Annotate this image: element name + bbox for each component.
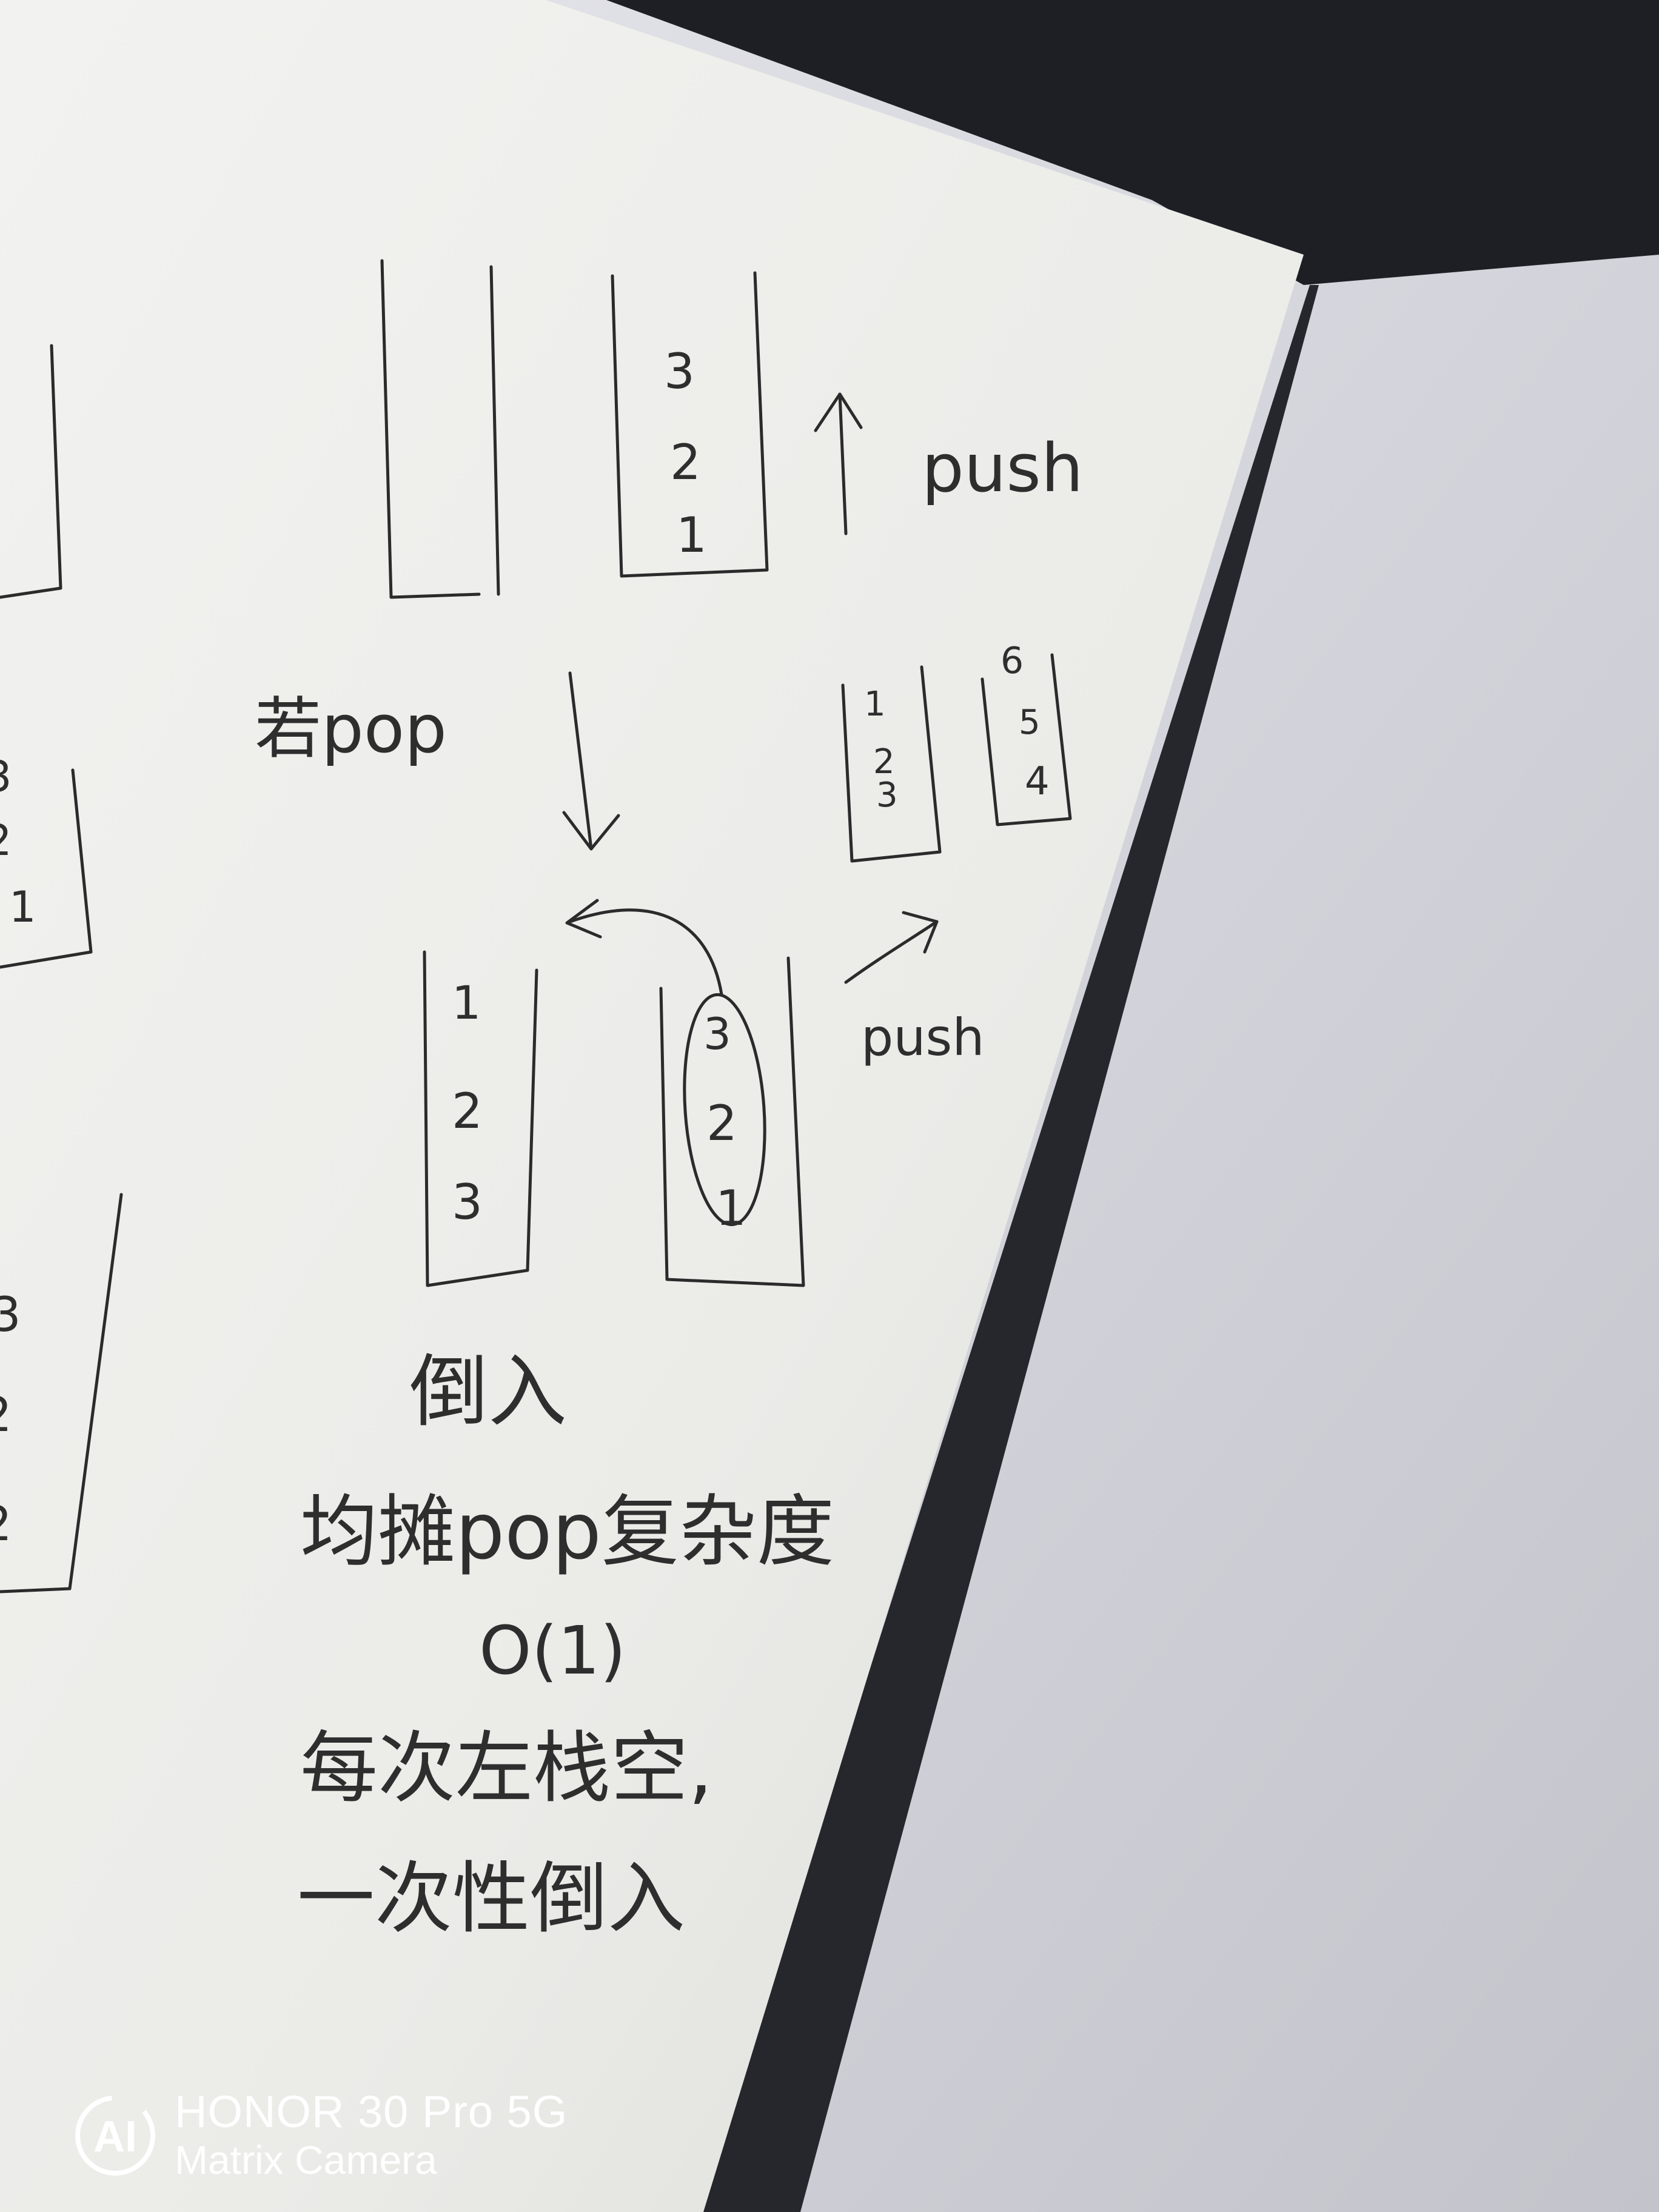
ai-logo-icon: AI (75, 2096, 155, 2176)
lower-left-stack-value: 2 (452, 1083, 483, 1139)
lower-right-stack-value: 2 (706, 1095, 737, 1151)
caption-pour-in: 倒入 (409, 1346, 567, 1438)
left-edge-stack-1-value: 3 (0, 752, 12, 802)
push-up-arrow (814, 392, 863, 535)
down-arrow (562, 671, 620, 851)
left-edge-stack-2: 3 2 2 (0, 1193, 123, 1594)
lower-left-stack-value: 1 (452, 976, 481, 1030)
top-empty-stack (380, 259, 500, 599)
left-edge-stack-1: 3 2 1 (0, 752, 93, 969)
lower-left-stack: 1 2 3 (423, 950, 538, 1287)
left-edge-stack-2-value: 3 (0, 1288, 21, 1342)
lower-left-stack-value: 3 (452, 1174, 483, 1230)
lower-right-stack: 3 2 1 (659, 956, 805, 1287)
paper-shadow (697, 285, 1319, 2212)
pop-label: 若pop (255, 690, 447, 768)
top-stack-value: 2 (670, 434, 701, 491)
paper-sheet (0, 0, 1304, 2212)
highlight-ellipse (683, 993, 766, 1227)
svg-text:AI: AI (93, 2113, 137, 2161)
left-edge-stack-1-value: 2 (0, 816, 12, 865)
right-stack-b-value: 4 (1025, 759, 1050, 804)
lower-right-stack-value: 3 (703, 1008, 731, 1059)
transfer-arrow (844, 911, 939, 984)
curved-arrow (565, 899, 723, 996)
left-edge-stack-1-value: 1 (9, 882, 36, 932)
top-stack-value: 1 (676, 507, 707, 563)
right-stack-b-value: 5 (1019, 703, 1041, 742)
device-name: HONOR 30 Pro 5G (175, 2086, 568, 2137)
left-edge-stack-top (0, 344, 62, 599)
right-stack-b: 6 5 4 (980, 640, 1072, 826)
push-label-top: push (922, 429, 1084, 507)
right-stack-a: 1 2 3 (841, 665, 942, 863)
camera-name: Matrix Camera (175, 2137, 437, 2182)
top-filled-stack: 3 2 1 (611, 271, 769, 578)
dark-object-top-right (606, 0, 1659, 285)
top-stack-value: 3 (664, 343, 695, 400)
right-stack-a-value: 2 (873, 742, 895, 782)
lower-right-stack-value: 1 (716, 1180, 746, 1236)
right-stack-b-value: 6 (1000, 640, 1024, 682)
push-label-transfer: push (861, 1008, 985, 1067)
left-edge-stack-2-value: 2 (0, 1388, 12, 1443)
caption-each-time: 每次左栈空, (300, 1723, 713, 1814)
left-edge-stack-2-value: 2 (0, 1497, 12, 1552)
right-stack-a-value: 3 (876, 776, 898, 815)
right-stack-a-value: 1 (864, 685, 886, 724)
caption-amortized: 均摊pop复杂度 (300, 1487, 834, 1577)
caption-one-shot: 一次性倒入 (297, 1854, 685, 1944)
caption-complexity: O(1) (479, 1612, 626, 1689)
